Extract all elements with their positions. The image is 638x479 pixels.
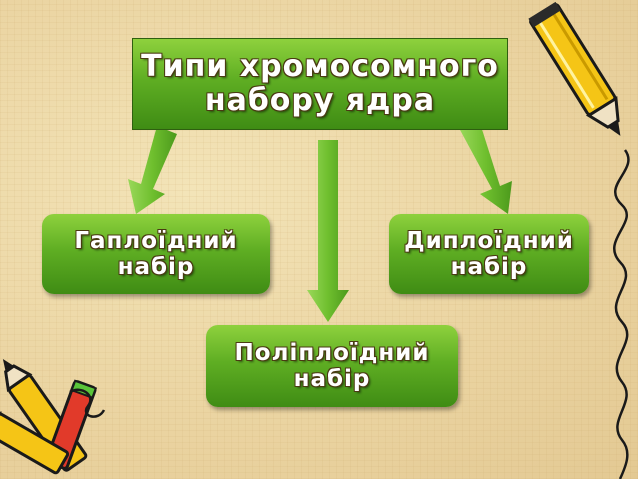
node-diploid-line-1: Диплоїдний <box>404 227 574 254</box>
node-polyploid-line-1: Поліплоїдний <box>234 339 430 366</box>
node-haploid: Гаплоїдний набір <box>42 214 270 294</box>
title-line-1: Типи хромосомного <box>141 48 499 84</box>
arrow-to-polyploid <box>307 140 349 322</box>
node-diploid-line-2: набір <box>450 254 528 280</box>
node-haploid-line-2: набір <box>117 254 195 280</box>
diagram-title-box: Типи хромосомного набору ядра <box>132 38 508 130</box>
node-haploid-line-1: Гаплоїдний <box>74 227 238 254</box>
arrow-to-diploid <box>459 120 512 214</box>
arrow-to-haploid <box>128 126 177 214</box>
node-polyploid: Поліплоїдний набір <box>206 325 458 407</box>
title-line-2: набору ядра <box>204 83 436 118</box>
node-diploid: Диплоїдний набір <box>389 214 589 294</box>
node-polyploid-line-2: набір <box>293 366 371 392</box>
